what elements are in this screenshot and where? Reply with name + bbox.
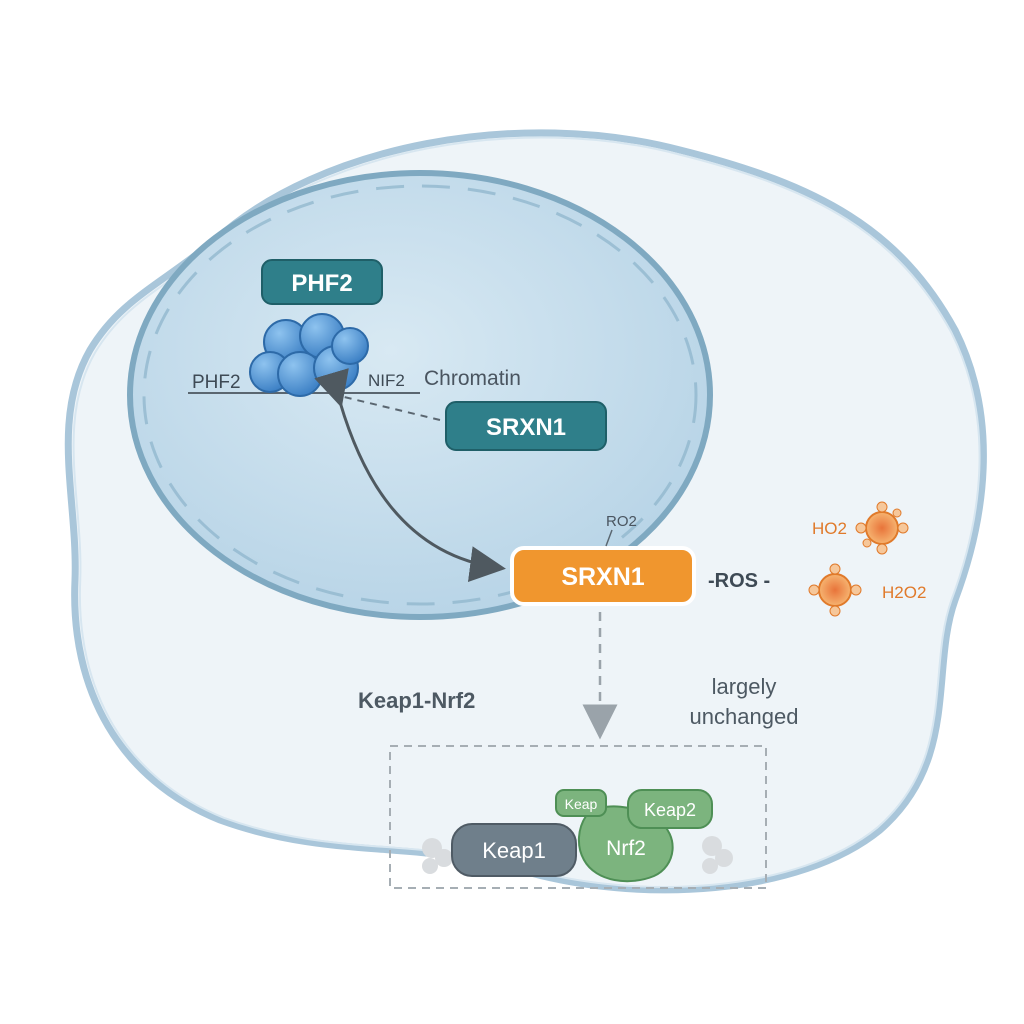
cell-membrane-inner bbox=[72, 136, 981, 888]
note-line2: unchanged bbox=[690, 704, 799, 729]
keap1-protein: Keap1 bbox=[451, 823, 577, 877]
keap2-protein: Keap2 bbox=[627, 789, 713, 829]
ros-small-tick bbox=[605, 529, 613, 547]
phf2-box-label: PHF2 bbox=[291, 270, 352, 297]
ros-small-label: RO2 bbox=[606, 513, 637, 530]
membrane-anchor-left bbox=[422, 838, 453, 874]
keap-small-label: Keap bbox=[565, 796, 598, 812]
note-line1: largely bbox=[712, 674, 777, 699]
ros-label: -ROS - bbox=[708, 570, 770, 592]
pathway-label: Keap1-Nrf2 bbox=[358, 688, 475, 713]
curved-double-arrow bbox=[314, 368, 506, 582]
keap2-label: Keap2 bbox=[644, 800, 696, 820]
keap1-label: Keap1 bbox=[482, 838, 546, 863]
srxn1-nuclear-label: SRXN1 bbox=[486, 414, 566, 441]
ros-particle-bottom bbox=[808, 563, 862, 617]
complex-dashed-box bbox=[389, 745, 767, 889]
h2o2-top-label: HO2 bbox=[812, 519, 847, 538]
nuclear-envelope bbox=[142, 184, 698, 606]
srxn1-cytoplasm-label: SRXN1 bbox=[561, 563, 644, 591]
keap-small-tag: Keap bbox=[555, 789, 607, 817]
nrf2-label: Nrf2 bbox=[606, 837, 646, 860]
membrane-anchor-right bbox=[702, 836, 733, 874]
srxn1-cytoplasm-box: SRXN1 bbox=[510, 546, 696, 606]
phf2-box: PHF2 bbox=[261, 259, 383, 305]
h2o2-bottom-label: H2O2 bbox=[882, 583, 926, 602]
srxn1-nuclear-box: SRXN1 bbox=[445, 401, 607, 451]
chromatin-right-label: NIF2 bbox=[368, 371, 405, 390]
chromatin-label: Chromatin bbox=[424, 367, 521, 390]
chromatin-left-label: PHF2 bbox=[192, 372, 241, 393]
ros-particle-top bbox=[855, 501, 909, 555]
